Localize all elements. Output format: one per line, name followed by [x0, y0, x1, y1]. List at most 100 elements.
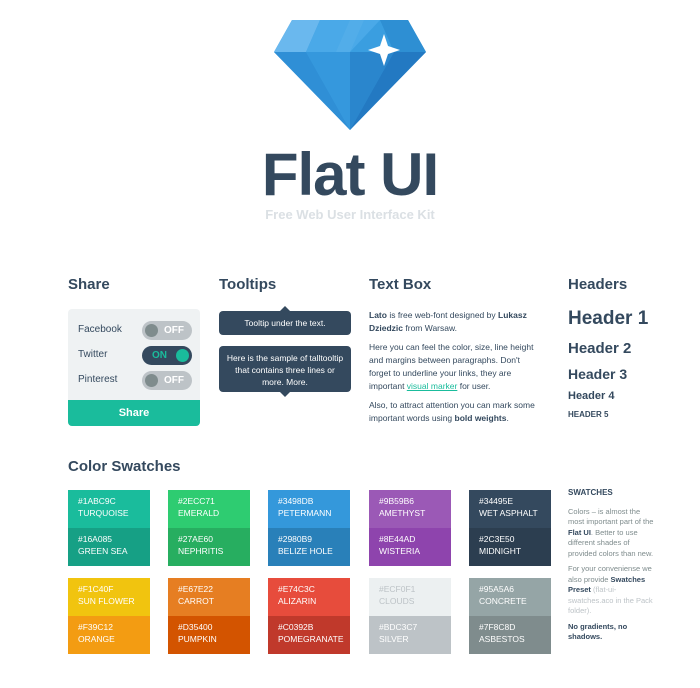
share-row-twitter: Twitter ON [78, 346, 194, 366]
header-3-sample: Header 3 [568, 366, 628, 382]
color-swatch: #7F8C8DAsbestos [469, 616, 551, 654]
swatch-name: Nephritis [178, 546, 224, 556]
swatch-name: Midnight [479, 546, 522, 556]
swatch-hex: #16A085 [78, 534, 113, 544]
twitter-toggle[interactable]: ON [142, 346, 192, 365]
swatch-hex: #27AE60 [178, 534, 213, 544]
paragraph-text: Also, to attract attention you can mark … [369, 400, 535, 423]
paragraph-text: Here you can feel the color, size, line … [369, 342, 534, 391]
tooltip-text: Here is the sample of talltooltip that c… [226, 353, 344, 387]
header-1-sample: Header 1 [568, 308, 649, 329]
share-section-title: Share [68, 276, 110, 293]
paragraph-text: . Better to use different shades of prov… [568, 527, 654, 558]
swatch-name: Wisteria [379, 546, 421, 556]
toggle-knob [145, 324, 158, 337]
swatch-name: Orange [78, 634, 115, 644]
text-box: Lato is free web-font designed by Lukasz… [369, 309, 539, 431]
swatch-hex: #BDC3C7 [379, 622, 418, 632]
color-swatch: #27AE60Nephritis [168, 528, 250, 566]
tooltip-arrow-down [280, 392, 290, 397]
swatch-name: Green Sea [78, 546, 128, 556]
toggle-state: OFF [164, 325, 184, 336]
color-swatch: #95A5A6Concrete [469, 578, 551, 616]
paragraph-text: For your conveniense we also provide [568, 564, 652, 584]
swatch-hex: #2C3E50 [479, 534, 515, 544]
swatches-heading: SWATCHES [568, 488, 613, 497]
swatch-hex: #E74C3C [278, 584, 315, 594]
swatch-name: Concrete [479, 596, 527, 606]
color-swatch: #8E44AD Wisteria [369, 528, 451, 566]
color-swatch: #9B59B6Amethyst [369, 490, 451, 528]
share-label: Facebook [78, 324, 122, 335]
color-swatch: #3498DB Petermann [268, 490, 350, 528]
swatch-hex: #8E44AD [379, 534, 416, 544]
paragraph-text: from Warsaw. [403, 323, 458, 333]
page-subtitle: Free Web User Interface Kit [265, 207, 435, 222]
share-label: Pinterest [78, 374, 118, 385]
swatch-name: Petermann [278, 508, 332, 518]
bold-text: Lukasz Dziedzic [369, 310, 527, 333]
swatch-name: Alizarin [278, 596, 317, 606]
header-4-sample: Header 4 [568, 390, 615, 402]
color-swatch: #BDC3C7Silver [369, 616, 451, 654]
tooltip-bottom: Tooltip under the text. [219, 306, 351, 335]
color-swatch: #F39C12Orange [68, 616, 150, 654]
toggle-state: OFF [164, 375, 184, 386]
color-swatch: #C0392BPomegranate [268, 616, 350, 654]
facebook-toggle[interactable]: OFF [142, 321, 192, 340]
swatch-hex: #95A5A6 [479, 584, 514, 594]
color-swatch: #2ECC71Emerald [168, 490, 250, 528]
swatch-hex: #F1C40F [78, 584, 114, 594]
swatches-paragraph: Colors – is almost the most important pa… [568, 507, 656, 560]
swatch-name: Pumpkin [178, 634, 217, 644]
swatches-section-title: Color Swatches [68, 458, 181, 475]
textbox-paragraph: Also, to attract attention you can mark … [369, 399, 539, 425]
swatch-hex: #F39C12 [78, 622, 113, 632]
bold-text: Lato [369, 310, 387, 320]
swatch-name: Belize Hole [278, 546, 333, 556]
header-2-sample: Header 2 [568, 340, 632, 357]
textbox-paragraph: Lato is free web-font designed by Lukasz… [369, 309, 539, 335]
textbox-section-title: Text Box [369, 276, 432, 293]
toggle-knob [176, 349, 189, 362]
swatch-hex: #9B59B6 [379, 496, 414, 506]
swatch-hex: #1ABC9C [78, 496, 116, 506]
swatch-hex: #3498DB [278, 496, 314, 506]
headers-section-title: Headers [568, 276, 628, 293]
swatch-name: Carrot [178, 596, 214, 606]
paragraph-text: is free web-font designed by [386, 310, 498, 320]
color-swatch: #1ABC9C Turquoise [68, 490, 150, 528]
header-5-sample: HEADER 5 [568, 410, 609, 419]
swatches-paragraph: For your conveniense we also provide Swa… [568, 564, 656, 617]
tooltip-text: Tooltip under the text. [244, 318, 326, 328]
swatch-hex: #C0392B [278, 622, 314, 632]
share-row-pinterest: Pinterest OFF [78, 371, 194, 391]
swatch-name: Sun Flower [78, 596, 135, 606]
swatch-name: Wet Asphalt [479, 508, 538, 518]
tooltip-tall: Here is the sample of talltooltip that c… [219, 346, 351, 397]
color-swatch: #E67E22Carrot [168, 578, 250, 616]
swatches-description: SWATCHES Colors – is almost the most imp… [568, 488, 656, 648]
swatch-hex: #D35400 [178, 622, 213, 632]
swatch-name: Amethyst [379, 508, 426, 518]
share-row-facebook: Facebook OFF [78, 321, 194, 341]
swatches-paragraph: No gradients, no shadows. [568, 621, 628, 642]
toggle-state: ON [152, 350, 167, 361]
textbox-paragraph: Here you can feel the color, size, line … [369, 341, 539, 393]
share-button[interactable]: Share [68, 400, 200, 426]
pinterest-toggle[interactable]: OFF [142, 371, 192, 390]
swatch-name: Emerald [178, 508, 220, 518]
bold-text: bold weights [454, 413, 507, 423]
swatch-hex: #2ECC71 [178, 496, 215, 506]
swatch-hex: #2980B9 [278, 534, 313, 544]
color-swatch: #16A085Green Sea [68, 528, 150, 566]
swatch-hex: #7F8C8D [479, 622, 516, 632]
swatch-name: Turquoise [78, 508, 129, 518]
swatch-hex: #E67E22 [178, 584, 213, 594]
page-title: Flat UI [261, 141, 439, 208]
bold-text: Swatches Preset [568, 574, 646, 595]
tooltip-arrow-up [280, 306, 290, 311]
color-swatch: #2980B9Belize Hole [268, 528, 350, 566]
paragraph-text: . [506, 413, 509, 423]
visual-marker-link[interactable]: visual marker [406, 381, 458, 391]
